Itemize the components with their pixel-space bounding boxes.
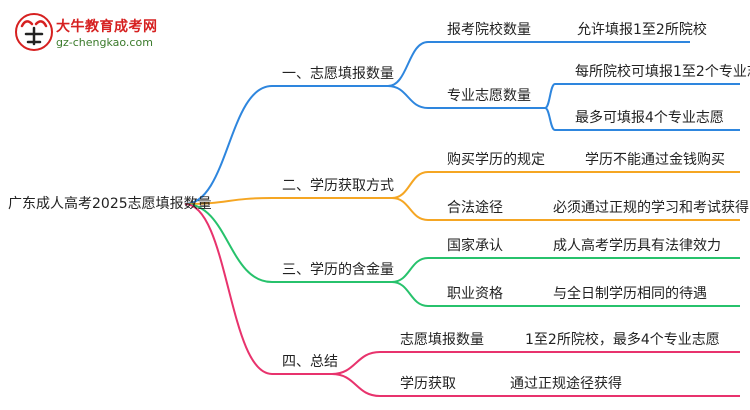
child-node-label: 报考院校数量 (447, 21, 531, 38)
leaf-node-label: 必须通过正规的学习和考试获得 (553, 199, 749, 216)
bull-logo-icon (15, 13, 53, 51)
child-edge (391, 281, 429, 307)
logo-title: 大牛教育成考网 (56, 19, 158, 35)
child-node-label: 购买学历的规定 (447, 152, 545, 168)
logo-url: gz-chengkao.com (56, 36, 153, 49)
leaf-edge (544, 83, 556, 109)
leaf-node-label: 允许填报1至2所院校 (577, 21, 707, 38)
leaf-node-label: 学历不能通过金钱购买 (585, 152, 725, 168)
branch-node-label: 四、总结 (282, 354, 338, 370)
branch-node-label: 三、学历的含金量 (282, 262, 394, 278)
child-node-label: 学历获取 (400, 376, 456, 392)
child-node-label: 志愿填报数量 (400, 332, 484, 348)
child-edge (331, 351, 381, 375)
child-edge (331, 373, 381, 397)
leaf-node-label: 通过正规途径获得 (510, 375, 622, 392)
branch-node-label: 二、学历获取方式 (282, 178, 394, 194)
branch-edge (184, 203, 273, 375)
leaf-edge (544, 107, 556, 131)
child-node-label: 职业资格 (447, 286, 503, 302)
leaf-node-label: 1至2所院校，最多4个专业志愿 (525, 331, 720, 348)
child-edge (387, 85, 429, 109)
leaf-node-label: 每所院校可填报1至2个专业志愿 (575, 63, 750, 80)
child-node-label: 国家承认 (447, 237, 503, 254)
leaf-node-label: 成人高考学历具有法律效力 (553, 237, 721, 254)
leaf-node-label: 与全日制学历相同的待遇 (553, 285, 707, 302)
leaf-node-label: 最多可填报4个专业志愿 (575, 109, 724, 126)
child-edge (391, 171, 429, 199)
branch-edge (184, 203, 273, 283)
child-node-label: 合法途径 (447, 199, 503, 216)
child-edge (391, 257, 429, 283)
child-node-label: 专业志愿数量 (447, 88, 531, 104)
child-edge (391, 197, 429, 221)
branch-edge (184, 85, 273, 205)
branch-node-label: 一、志愿填报数量 (282, 66, 394, 82)
site-logo: 大牛教育成考网 gz-chengkao.com (14, 12, 204, 52)
branch-edge (184, 197, 273, 205)
child-edge (387, 41, 429, 87)
root-node-label: 广东成人高考2025志愿填报数量 (8, 195, 212, 212)
